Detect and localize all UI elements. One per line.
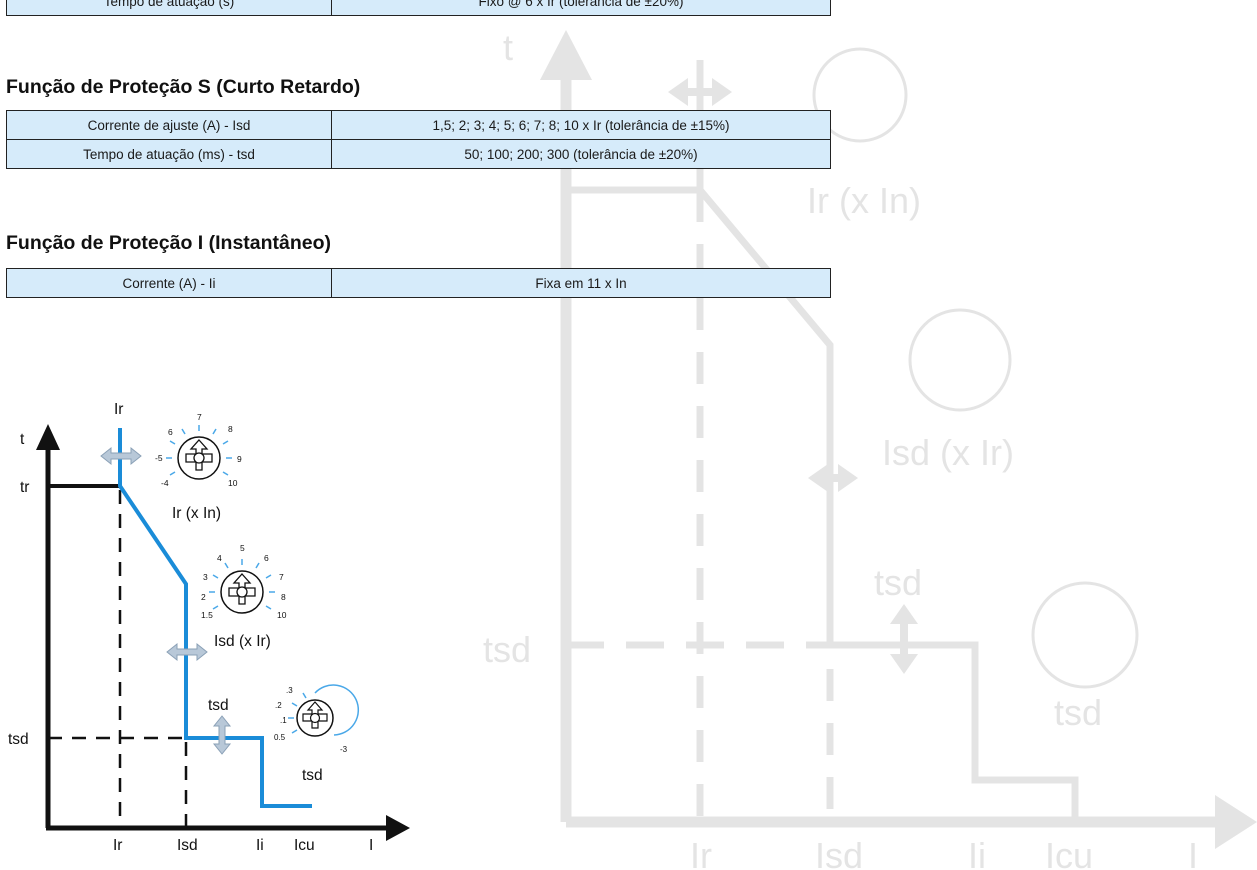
y-label-tsd: tsd: [8, 731, 29, 748]
dial-tick-label: 7: [279, 572, 284, 582]
svg-text:Isd (x Ir): Isd (x Ir): [882, 432, 1014, 473]
svg-text:tsd: tsd: [874, 562, 922, 603]
dial-tick-label: 6: [264, 553, 269, 563]
table-row: Corrente de ajuste (A) - Isd 1,5; 2; 3; …: [6, 110, 831, 140]
table-cell-value: Fixo @ 6 x Ir (tolerância de ±20%): [331, 0, 831, 16]
dial-tick-label: 2: [201, 592, 206, 602]
svg-text:Ir: Ir: [690, 835, 712, 870]
top-label-ir: Ir: [114, 401, 123, 418]
section-i-title: Função de Proteção I (Instantâneo): [6, 232, 332, 254]
section-s-table: Corrente de ajuste (A) - Isd 1,5; 2; 3; …: [6, 110, 831, 169]
svg-text:tsd: tsd: [1054, 692, 1102, 733]
dial-tick-label: 10: [277, 610, 287, 620]
svg-text:I: I: [1188, 835, 1198, 870]
section-i-table: Corrente (A) - Ii Fixa em 11 x In: [6, 268, 831, 298]
dial-tick-label: 3: [203, 572, 208, 582]
dial-tick-label: 8: [281, 592, 286, 602]
svg-text:tsd: tsd: [483, 629, 531, 670]
dial-tick-label: 1.5: [201, 610, 213, 620]
diagram-axes: [36, 424, 410, 841]
y-label-tr: tr: [20, 479, 29, 496]
dial-caption: Ir (x In): [172, 505, 221, 522]
section-s-title: Função de Proteção S (Curto Retardo): [6, 76, 361, 98]
table-row: Tempo de atuação (s) Fixo @ 6 x Ir (tole…: [6, 0, 831, 16]
axis-i-label: I: [369, 837, 373, 854]
dial-tick-label: 6: [168, 427, 173, 437]
dial-tick-label: .2: [275, 701, 282, 710]
tsd-arrow-label: tsd: [208, 697, 229, 714]
svg-text:t: t: [503, 27, 513, 68]
x-label-isd: Isd: [177, 837, 198, 854]
dial-tsd: 0.5 .1 .2 .3 -3 tsd: [274, 684, 360, 784]
table-cell-label: Corrente (A) - Ii: [6, 268, 332, 298]
x-label-ii: Ii: [256, 837, 264, 854]
adjust-arrow-ir: [100, 446, 142, 466]
dashed-guides: [48, 490, 188, 828]
dial-tick-label: 7: [197, 412, 202, 422]
dial-tick-label: -4: [161, 478, 169, 488]
axis-t-label: t: [20, 431, 25, 448]
dial-tick-label: 8: [228, 424, 233, 434]
dial-tick-label: 4: [217, 553, 222, 563]
dial-tick-label: .3: [286, 686, 293, 695]
dial-caption: tsd: [302, 767, 323, 784]
table-cell-value: 1,5; 2; 3; 4; 5; 6; 7; 8; 10 x Ir (toler…: [331, 110, 831, 140]
x-label-icu: Icu: [294, 837, 315, 854]
adjust-arrow-isd: [166, 642, 208, 662]
dial-tick-label: 5: [240, 543, 245, 553]
dial-isd: 1.5 2 3 4 5 6 7 8 10 Isd (x Ir): [201, 543, 287, 650]
svg-text:Ii: Ii: [968, 835, 986, 870]
adjust-arrow-tsd: [212, 715, 232, 755]
dial-tick-label: 10: [228, 478, 238, 488]
dial-tick-label: .1: [280, 716, 287, 725]
svg-text:Isd: Isd: [815, 835, 863, 870]
dial-tick-label: -3: [340, 745, 348, 754]
dial-ir: -4 -5 6 7 8 9 10 Ir (x In): [155, 412, 242, 522]
svg-text:Ir (x In): Ir (x In): [807, 180, 921, 221]
trip-curve: [118, 428, 312, 808]
x-label-ir: Ir: [113, 837, 122, 854]
table-cell-value: 50; 100; 200; 300 (tolerância de ±20%): [331, 139, 831, 169]
svg-text:Icu: Icu: [1045, 835, 1093, 870]
table-row: Corrente (A) - Ii Fixa em 11 x In: [6, 268, 831, 298]
table-cell-value: Fixa em 11 x In: [331, 268, 831, 298]
dial-tick-label: -5: [155, 453, 163, 463]
top-settings-table: Tempo de atuação (s) Fixo @ 6 x Ir (tole…: [6, 0, 831, 16]
table-cell-label: Tempo de atuação (s): [6, 0, 332, 16]
dial-tick-label: 0.5: [274, 733, 286, 742]
table-row: Tempo de atuação (ms) - tsd 50; 100; 200…: [6, 139, 831, 169]
dial-tick-label: 9: [237, 454, 242, 464]
dial-caption: Isd (x Ir): [214, 633, 271, 650]
table-cell-label: Tempo de atuação (ms) - tsd: [6, 139, 332, 169]
